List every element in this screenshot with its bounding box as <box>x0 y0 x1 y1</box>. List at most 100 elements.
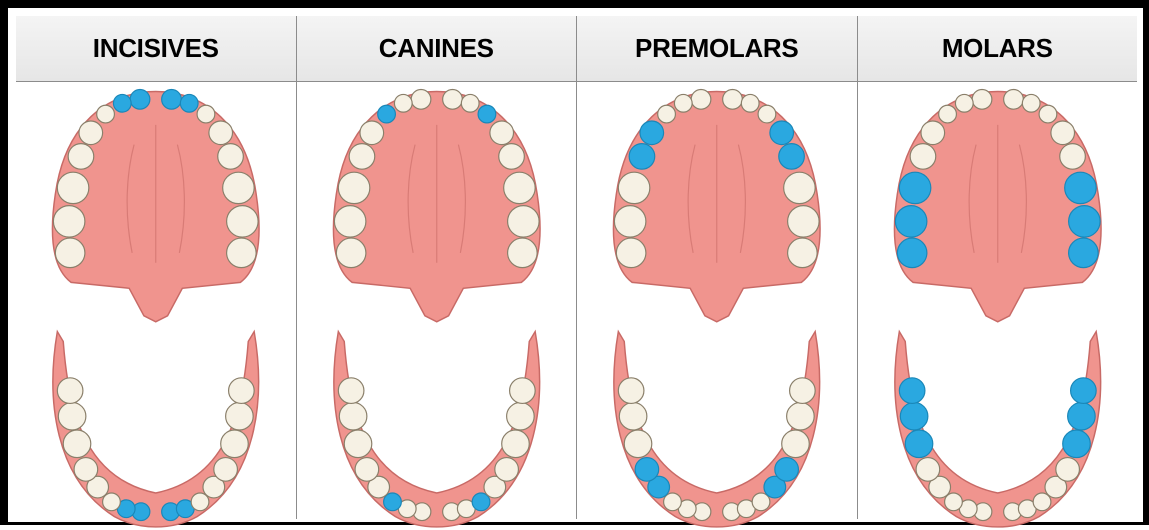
panel-canines: CANINES <box>297 16 578 519</box>
lower-tooth <box>1070 378 1096 404</box>
panel-title: MOLARS <box>942 33 1053 64</box>
upper-tooth <box>53 206 84 237</box>
upper-tooth <box>336 238 366 268</box>
lower-tooth <box>619 402 647 430</box>
upper-tooth <box>1003 89 1023 109</box>
upper-tooth <box>770 121 794 145</box>
upper-tooth <box>338 172 369 203</box>
upper-tooth <box>1068 206 1099 237</box>
upper-tooth <box>489 121 513 145</box>
upper-tooth <box>691 89 711 109</box>
upper-tooth <box>180 94 198 112</box>
dental-arch-illustration <box>858 82 1138 530</box>
upper-tooth <box>227 238 257 268</box>
upper-tooth <box>658 105 676 123</box>
upper-tooth <box>197 105 215 123</box>
teeth-diagram <box>577 82 857 530</box>
dental-arch-illustration <box>16 82 296 530</box>
upper-tooth <box>895 206 926 237</box>
lower-tooth <box>57 378 83 404</box>
lower-tooth <box>618 378 644 404</box>
panel-title: CANINES <box>379 33 494 64</box>
upper-tooth <box>507 238 537 268</box>
tooth-types-table: INCISIVES CANINES PREMOLARS MOLARS <box>16 16 1137 519</box>
lower-tooth <box>383 493 401 511</box>
upper-tooth <box>334 206 365 237</box>
lower-tooth <box>344 430 372 458</box>
panel-molars: MOLARS <box>858 16 1138 519</box>
upper-tooth <box>162 89 182 109</box>
lower-tooth <box>494 458 518 482</box>
upper-tooth <box>68 144 94 170</box>
upper-tooth <box>442 89 462 109</box>
lower-tooth <box>509 378 535 404</box>
upper-tooth <box>1059 144 1085 170</box>
upper-tooth <box>788 238 818 268</box>
panel-title: PREMOLARS <box>635 33 798 64</box>
upper-tooth <box>1022 94 1040 112</box>
lower-tooth <box>782 430 810 458</box>
upper-tooth <box>377 105 395 123</box>
lower-tooth <box>899 378 925 404</box>
lower-jaw <box>53 332 259 527</box>
lower-tooth <box>63 430 91 458</box>
upper-tooth <box>920 121 944 145</box>
teeth-diagram <box>297 82 577 530</box>
upper-tooth <box>349 144 375 170</box>
panel-title: INCISIVES <box>93 33 219 64</box>
upper-tooth <box>461 94 479 112</box>
upper-tooth <box>674 94 692 112</box>
panel-header: PREMOLARS <box>577 16 857 82</box>
lower-tooth <box>472 493 490 511</box>
upper-tooth <box>972 89 992 109</box>
panel-premolars: PREMOLARS <box>577 16 858 519</box>
upper-tooth <box>1039 105 1057 123</box>
upper-tooth <box>507 206 538 237</box>
upper-tooth <box>1068 238 1098 268</box>
lower-tooth <box>775 458 799 482</box>
upper-tooth <box>955 94 973 112</box>
upper-tooth <box>227 206 258 237</box>
lower-tooth <box>355 458 379 482</box>
lower-tooth <box>1055 458 1079 482</box>
upper-tooth <box>938 105 956 123</box>
lower-tooth <box>229 378 255 404</box>
upper-tooth <box>741 94 759 112</box>
lower-tooth <box>221 430 249 458</box>
upper-tooth <box>209 121 233 145</box>
lower-tooth <box>664 493 682 511</box>
lower-jaw <box>894 332 1100 527</box>
upper-tooth <box>758 105 776 123</box>
upper-tooth <box>910 144 936 170</box>
panel-header: INCISIVES <box>16 16 296 82</box>
upper-tooth <box>218 144 244 170</box>
upper-tooth <box>1050 121 1074 145</box>
lower-tooth <box>1062 430 1090 458</box>
upper-tooth <box>411 89 431 109</box>
lower-tooth <box>1033 493 1051 511</box>
panel-header: CANINES <box>297 16 577 82</box>
lower-tooth <box>339 402 367 430</box>
lower-tooth <box>226 402 254 430</box>
dental-arch-illustration <box>297 82 577 530</box>
lower-tooth <box>787 402 815 430</box>
teeth-diagram <box>16 82 296 530</box>
upper-tooth <box>897 238 927 268</box>
lower-tooth <box>103 493 121 511</box>
upper-tooth <box>616 238 646 268</box>
lower-jaw <box>333 332 539 527</box>
lower-tooth <box>916 458 940 482</box>
lower-tooth <box>214 458 238 482</box>
upper-tooth <box>394 94 412 112</box>
lower-tooth <box>944 493 962 511</box>
upper-tooth <box>478 105 496 123</box>
lower-tooth <box>338 378 364 404</box>
lower-tooth <box>624 430 652 458</box>
upper-tooth <box>97 105 115 123</box>
upper-tooth <box>503 172 534 203</box>
upper-tooth <box>55 238 85 268</box>
panel-incisives: INCISIVES <box>16 16 297 519</box>
lower-tooth <box>506 402 534 430</box>
upper-tooth <box>614 206 645 237</box>
